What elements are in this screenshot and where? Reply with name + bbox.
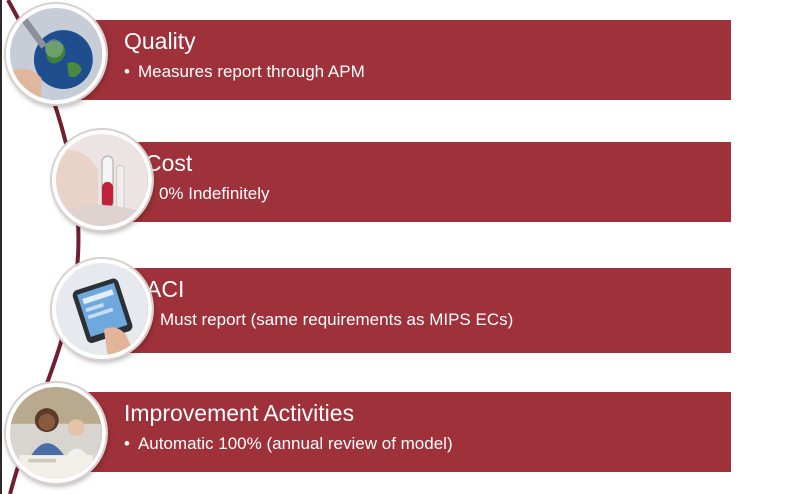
item-title: Improvement Activities — [124, 400, 355, 426]
item-bullet-text: Automatic 100% (annual review of model) — [137, 434, 453, 453]
item-bullet: • Automatic 100% (annual review of model) — [124, 434, 453, 454]
item-title: Cost — [145, 150, 193, 176]
item-bullet: •Must report (same requirements as MIPS … — [146, 310, 513, 330]
item-bullet: • Measures report through APM — [124, 62, 365, 82]
test-tube-icon — [52, 130, 152, 230]
item-band-quality: Quality • Measures report through APM — [78, 20, 731, 100]
globe-in-hand-icon — [6, 4, 106, 104]
people-meeting-icon — [6, 383, 106, 483]
item-bullet-text: Must report (same requirements as MIPS E… — [159, 310, 514, 329]
item-band-cost: Cost •0% Indefinitely — [123, 142, 731, 222]
bullet-dot: • — [124, 434, 130, 453]
item-band-aci: ACI •Must report (same requirements as M… — [124, 268, 731, 353]
bullet-dot: • — [124, 62, 130, 81]
left-edge-line — [0, 0, 2, 494]
item-title: Quality — [124, 28, 196, 54]
item-bullet-text: 0% Indefinitely — [158, 184, 270, 203]
item-band-improvement-activities: Improvement Activities • Automatic 100% (… — [78, 392, 731, 472]
item-title: ACI — [146, 276, 185, 302]
item-bullet: •0% Indefinitely — [145, 184, 270, 204]
item-bullet-text: Measures report through APM — [137, 62, 365, 81]
tablet-device-icon — [52, 259, 152, 359]
